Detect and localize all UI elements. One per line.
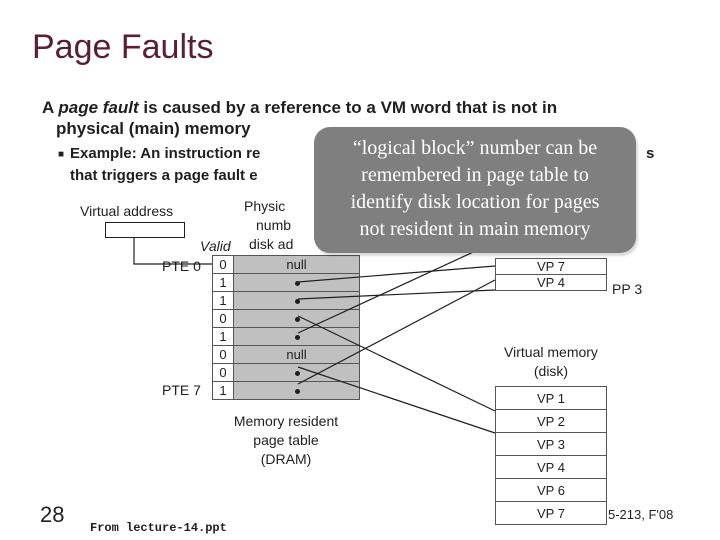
address-cell [233,291,360,310]
pointer-dot [294,388,300,394]
disk-entry: VP 4 [495,455,607,479]
page-table-row: 0 [212,309,360,328]
definition-rest: is caused by a reference to a VM word th… [138,98,558,117]
valid-bit: 1 [212,381,234,400]
page-table-row: 0 null [212,255,360,274]
callout-line-2: remembered in page table to [361,164,589,186]
address-cell: null [233,255,360,274]
pointer-dot [294,316,300,322]
page-table-caption-line-2: page table [253,432,319,448]
valid-bit: 1 [212,327,234,346]
address-cell [233,327,360,346]
virtual-address-label: Virtual address [80,203,174,219]
example-line-1-tail: s [646,145,655,162]
definition-line-2: physical (main) memory [56,119,251,138]
callout-bubble: “logical block” number can be remembered… [314,127,636,253]
physical-memory-stack: VP 7 VP 4 [495,258,607,291]
null-label: null [286,347,307,362]
pte-arrow [297,315,496,412]
pointer-dot [294,298,300,304]
footer-source: From lecture-14.ppt [90,521,227,535]
disk-entry: VP 2 [495,409,607,433]
valid-bit: 0 [212,255,234,274]
address-cell [233,309,360,328]
page-table-row: 1 [212,291,360,310]
pp3-label: PP 3 [612,281,643,297]
virtual-address-connector [133,237,212,265]
null-label: null [286,257,307,272]
page-table-caption-line-1: Memory resident [233,413,339,429]
callout-text: “logical block” number can be remembered… [314,135,636,243]
bullet-marker: ■ [58,149,65,160]
pte-arrow [297,289,496,300]
virtual-memory-stack: VP 1 VP 2 VP 3 VP 4 VP 6 VP 7 [495,386,607,525]
page-table-caption: Memory resident page table (DRAM) [226,412,346,469]
virtual-memory-caption-line-1: Virtual memory [504,344,598,360]
pointer-dot [294,280,300,286]
page-table-row: 1 [212,327,360,346]
callout-line-3: identify disk location for pages [350,191,600,213]
virtual-memory-caption: Virtual memory (disk) [492,343,610,381]
disk-entry: VP 1 [495,386,607,410]
pointer-dot [294,334,300,340]
valid-bit: 0 [212,345,234,364]
page-table-caption-line-3: (DRAM) [260,451,312,467]
physical-label-line-3: disk ad [249,236,294,252]
disk-entry: VP 6 [495,478,607,502]
physical-label-line-2: numb [256,217,292,233]
example-line-1: Example: An instruction re [70,145,261,162]
definition-prefix: A [42,98,59,117]
virtual-memory-caption-line-2: (disk) [533,363,569,379]
pte-arrow [297,279,496,385]
pointer-dot [294,370,300,376]
page-table-row: 0 null [212,345,360,364]
disk-entry: VP 3 [495,432,607,456]
pte-arrow [297,241,496,334]
slide-title: Page Faults [32,28,214,66]
page-table-row: 1 [212,381,360,400]
pte-arrow [297,366,496,434]
slide-number: 28 [40,502,65,527]
physical-label-line-1: Physic [244,198,286,214]
pte-arrow [297,265,496,283]
pte7-label: PTE 7 [162,382,201,398]
callout-line-4: not resident in main memory [359,218,591,240]
disk-entry: VP 7 [495,501,607,525]
address-cell [233,381,360,400]
virtual-address-box [105,222,185,238]
definition-term: page fault [58,98,139,117]
valid-header: Valid [200,238,231,254]
callout-line-1: “logical block” number can be [352,137,598,159]
pte0-label: PTE 0 [162,258,201,274]
definition-line-1: A page fault is caused by a reference to… [42,98,557,118]
course-code: 5-213, F'08 [608,507,674,522]
physical-memory-entry: VP 4 [495,274,607,291]
address-cell: null [233,345,360,364]
example-line-2: that triggers a page fault e [70,167,258,184]
